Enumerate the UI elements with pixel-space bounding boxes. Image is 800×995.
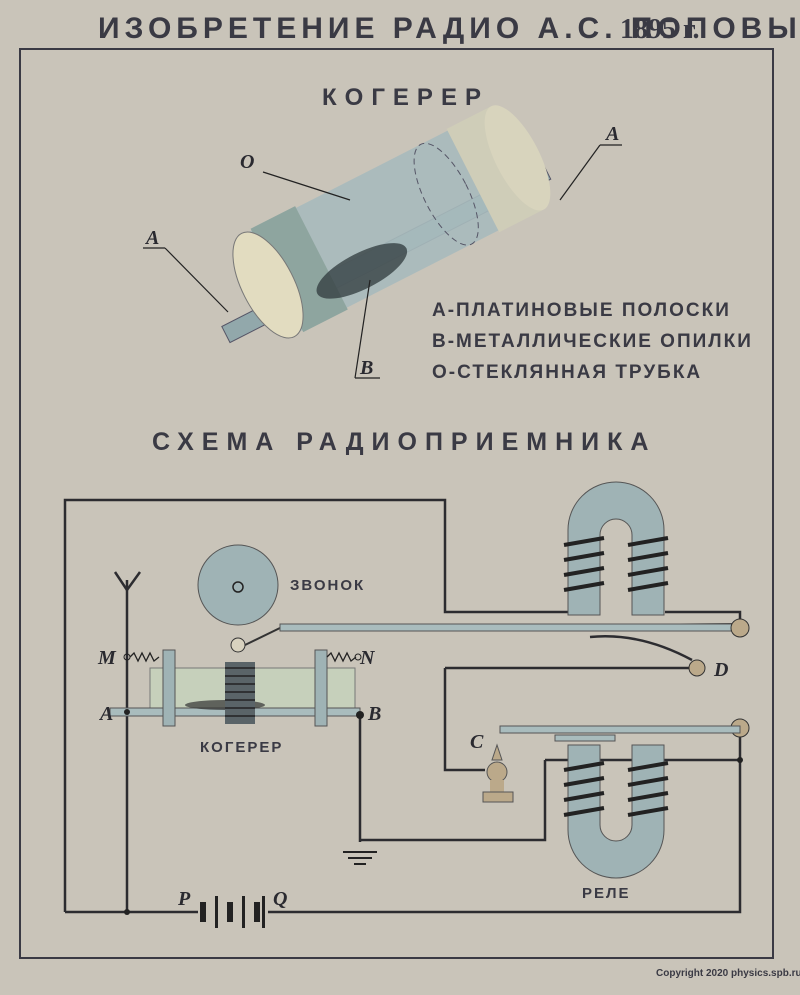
spring-n: [326, 651, 357, 663]
cork-right: [446, 106, 544, 233]
label-a-left: A: [144, 227, 159, 249]
coherer-illustration: [143, 105, 622, 379]
spring-m: [129, 651, 160, 663]
terminal-d: [688, 659, 706, 677]
point-b: B: [367, 703, 381, 725]
point-a: A: [98, 703, 113, 725]
label-a-right: A: [604, 123, 619, 145]
terminal-upper: [730, 618, 750, 638]
point-m: M: [97, 647, 117, 669]
metal-filings: [316, 243, 408, 299]
point-p: P: [177, 888, 191, 910]
bell-label: ЗВОНОК: [290, 577, 365, 594]
point-q: Q: [273, 888, 287, 910]
legend-item: А-ПЛАТИНОВЫЕ ПОЛОСКИ: [432, 300, 731, 321]
hammer-lever: [230, 618, 750, 738]
tube-end-right: [484, 105, 551, 211]
poster-title: ИЗОБРЕТЕНИЕ РАДИО А.С. ПОПОВЫМ: [98, 12, 800, 45]
frame: [19, 48, 774, 959]
tube-end-left: [232, 231, 304, 339]
point-n: N: [359, 647, 376, 669]
poster-year: 1895 г.: [620, 14, 700, 45]
relay: [482, 725, 741, 879]
label-o: O: [240, 151, 254, 173]
coherer-label: КОГЕРЕР: [200, 739, 283, 756]
point-c: C: [470, 731, 484, 753]
cork-left: [250, 206, 348, 333]
point-d: D: [713, 659, 728, 681]
junction: [737, 757, 743, 763]
copyright: Copyright 2020 physics.spb.ru: [656, 968, 800, 979]
bell: [197, 544, 279, 626]
legend-item: О-СТЕКЛЯННАЯ ТРУБКА: [432, 362, 702, 383]
relay-label: РЕЛЕ: [582, 885, 631, 902]
label-b: B: [359, 357, 373, 379]
bell-electromagnet: [563, 481, 669, 616]
schematic-coherer: [109, 649, 364, 727]
battery: [200, 896, 265, 928]
coherer-heading: КОГЕРЕР: [322, 84, 489, 111]
junction: [124, 909, 130, 915]
legend-item: В-МЕТАЛЛИЧЕСКИЕ ОПИЛКИ: [432, 331, 753, 352]
schema-heading: СХЕМА РАДИОПРИЕМНИКА: [152, 428, 656, 456]
bell-screw-icon: [232, 581, 244, 593]
